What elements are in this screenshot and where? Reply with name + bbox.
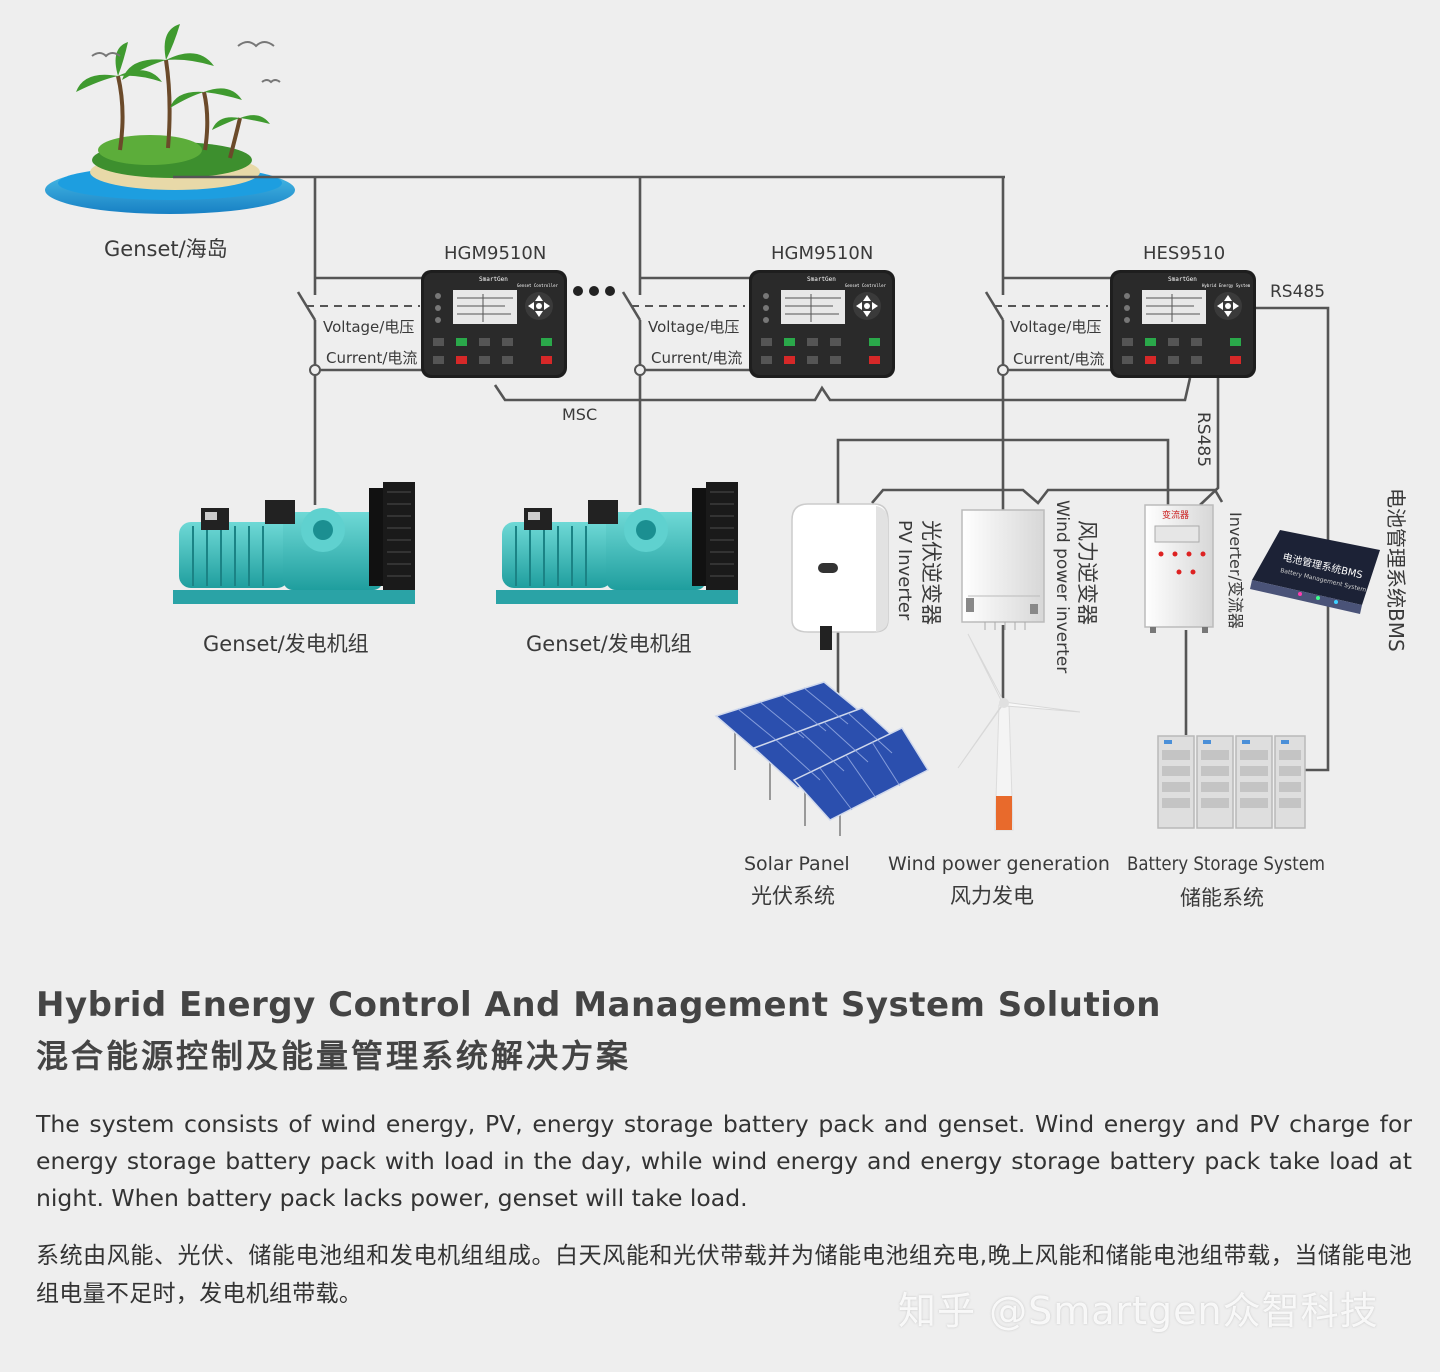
voltage-label-1: Voltage/电压	[323, 318, 414, 336]
island-image	[45, 24, 295, 214]
controller-2-brand: SmartGen	[807, 276, 836, 283]
pv-inverter-label-cn: 光伏逆变器	[919, 520, 943, 625]
voltage-label-3: Voltage/电压	[1010, 318, 1101, 336]
battery-label-en: Battery Storage System	[1127, 853, 1325, 875]
current-label-1: Current/电流	[326, 349, 417, 367]
converter-panel-label: 变流器	[1162, 509, 1189, 521]
wiring	[173, 175, 1330, 772]
system-diagram: Genset/海岛 HGM9510N H	[45, 24, 1408, 910]
controller-3-subtitle: Hybrid Energy System	[1202, 283, 1251, 288]
voltage-label-2: Voltage/电压	[648, 318, 739, 336]
controller-3-brand: SmartGen	[1168, 276, 1197, 283]
wind-inverter-label-cn: 风力逆变器	[1075, 520, 1099, 625]
controller-3: SmartGen Hybrid Energy System	[1109, 269, 1257, 379]
wind-inverter-image	[961, 509, 1045, 630]
genset-label-2: Genset/发电机组	[526, 632, 692, 656]
controller-1-subtitle: Genset Controller	[517, 283, 559, 288]
battery-label-cn: 储能系统	[1180, 886, 1264, 910]
genset-label-1: Genset/发电机组	[203, 632, 369, 656]
description-section: Hybrid Energy Control And Management Sys…	[36, 980, 1412, 1313]
controller-1: SmartGen Genset Controller	[420, 269, 568, 379]
solar-panels-image	[714, 681, 930, 836]
bms-label: 电池管理系统BMS	[1384, 488, 1408, 652]
island-label: Genset/海岛	[104, 237, 228, 261]
rs485-vertical-label: RS485	[1193, 412, 1213, 467]
watermark: 知乎 @Smartgen众智科技	[898, 1289, 1379, 1333]
description-en: The system consists of wind energy, PV, …	[36, 1110, 1412, 1212]
msc-label: MSC	[562, 405, 597, 424]
genset-image-2	[495, 481, 739, 605]
wind-inverter-label-en: Wind power inverter	[1052, 500, 1072, 673]
pv-inverter-label-en: PV Inverter	[894, 520, 915, 621]
inverter-label: Inverter/变流器	[1226, 512, 1245, 629]
controller-1-brand: SmartGen	[479, 276, 508, 283]
pv-inverter-image	[791, 503, 889, 650]
controller-2: SmartGen Genset Controller	[748, 269, 896, 379]
controller-2-subtitle: Genset Controller	[845, 283, 887, 288]
title-cn: 混合能源控制及能量管理系统解决方案	[36, 1037, 632, 1075]
converter-cabinet-image: 变流器	[1144, 504, 1214, 633]
description-cn: 系统由风能、光伏、储能电池组和发电机组组成。白天风能和光伏带载并为储能电池组充电…	[36, 1243, 1412, 1307]
ellipsis-dots	[573, 286, 615, 296]
controller-2-model: HGM9510N	[771, 243, 873, 264]
battery-storage-image	[1157, 735, 1306, 829]
current-label-2: Current/电流	[651, 349, 742, 367]
solar-label-en: Solar Panel	[744, 853, 850, 875]
title-en: Hybrid Energy Control And Management Sys…	[36, 985, 1161, 1025]
genset-image-1	[172, 481, 416, 605]
wind-turbine-image	[957, 633, 1081, 831]
rs485-label: RS485	[1270, 282, 1325, 302]
wind-label-en: Wind power generation	[888, 853, 1110, 875]
current-label-3: Current/电流	[1013, 350, 1104, 368]
bms-device-image: 电池管理系统BMS Battery Management System	[1250, 530, 1380, 614]
controller-3-model: HES9510	[1143, 243, 1225, 264]
solar-label-cn: 光伏系统	[751, 884, 835, 908]
wind-label-cn: 风力发电	[950, 884, 1034, 908]
controller-1-model: HGM9510N	[444, 243, 546, 264]
